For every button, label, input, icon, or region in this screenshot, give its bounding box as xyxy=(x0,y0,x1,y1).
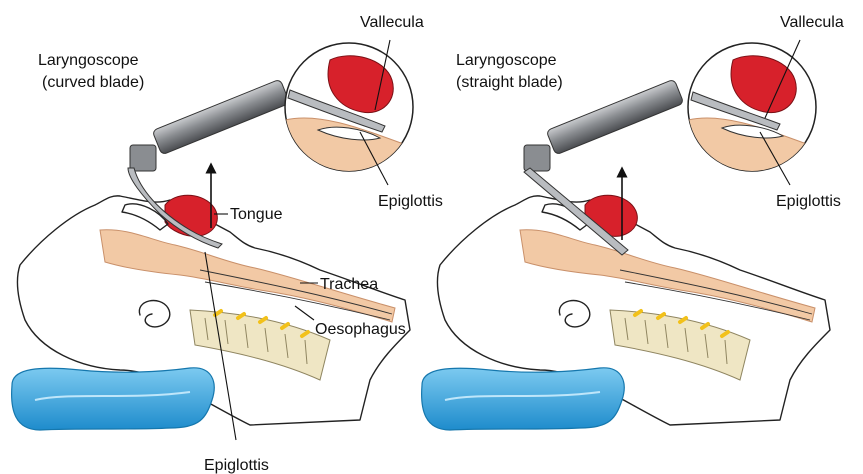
left-oesophagus-leader xyxy=(295,306,314,320)
right-panel: Laryngoscope (straight blade) Vallecula … xyxy=(422,14,844,430)
left-laryngoscope-label-line2: (curved blade) xyxy=(42,74,144,91)
right-spine xyxy=(610,310,750,380)
left-ear xyxy=(139,301,169,327)
right-airway-tissue xyxy=(520,230,815,322)
right-inset xyxy=(688,43,823,180)
left-panel: Laryngoscope (curved blade) Vallecula Ep… xyxy=(12,14,443,474)
left-inset xyxy=(285,43,420,180)
right-vallecula-label: Vallecula xyxy=(780,14,844,31)
right-pillow xyxy=(422,368,625,430)
left-tongue-label: Tongue xyxy=(230,206,283,223)
left-oesophagus-label: Oesophagus xyxy=(315,321,406,338)
left-pillow xyxy=(12,368,215,430)
left-trachea-label: Trachea xyxy=(320,276,378,293)
left-laryngoscope-label-line1: Laryngoscope xyxy=(38,52,139,69)
right-epiglottis-inset-label: Epiglottis xyxy=(776,193,841,210)
left-epiglottis-inset-label: Epiglottis xyxy=(378,193,443,210)
left-teeth xyxy=(122,204,168,230)
left-vallecula-label: Vallecula xyxy=(360,14,424,31)
left-spine xyxy=(190,310,330,380)
right-ear xyxy=(559,301,589,327)
right-laryngoscope-label-line2: (straight blade) xyxy=(456,74,563,91)
right-laryngoscope-label-line1: Laryngoscope xyxy=(456,52,557,69)
left-epiglottis-bottom-label: Epiglottis xyxy=(204,457,269,474)
